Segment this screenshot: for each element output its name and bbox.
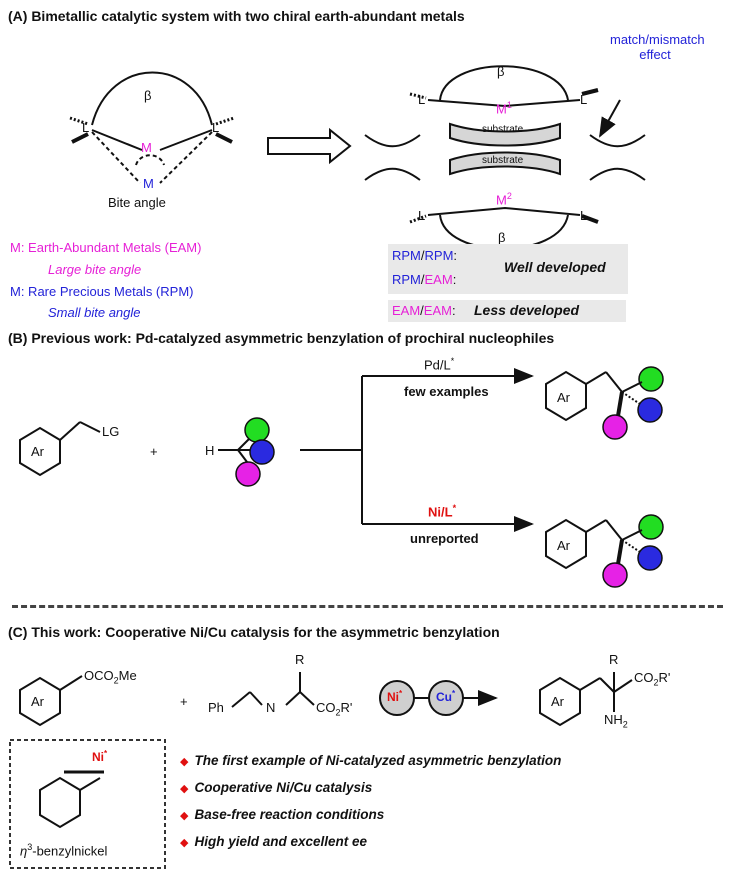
n-label: N [266,700,276,715]
beta-label-bottom: β [498,230,506,245]
beta-label-left: β [144,88,152,103]
substrate-bottom: substrate [482,155,524,166]
cu-cycle [428,680,464,716]
well-developed-box [388,244,628,294]
ligand-right: L [212,120,220,135]
few-examples: few examples [404,384,489,399]
carbonate-label: OCO2Me [84,668,137,686]
ligand-tl: L [418,92,426,107]
benzylnickel-box [9,739,166,869]
ligand-bl: L [418,208,426,223]
ar-label-b1: Ar [31,444,44,459]
section-b-drawing [19,368,623,570]
lg-label: LG [102,424,120,439]
ph-label: Ph [208,700,224,715]
ni-catalyst: Ni/L* [428,503,457,520]
section-a-title: (A) Bimetallic catalytic system with two… [8,8,465,24]
less-developed-label: Less developed [474,302,580,318]
ester-label: CO2R' [316,700,353,718]
match-effect-label: match/mismatch effect [610,32,705,62]
plus-c: + [180,694,188,709]
ar-label-b3: Ar [557,538,570,553]
metal-large: M [141,140,152,155]
eam-legend: M: Earth-Abundant Metals (EAM) [10,240,202,255]
unreported: unreported [410,531,479,546]
m2-sup: 2 [506,191,512,201]
status-row1: RPM/RPM: [392,248,458,263]
feature-1: The first example of Ni-catalyzed asymme… [194,753,562,768]
ni-label-box: Ni* [92,749,108,764]
status-row2: RPM/EAM: [392,272,457,287]
ar-label-b2: Ar [557,390,570,405]
beta-label-top: β [497,64,505,79]
amine-label: NH2 [604,712,628,730]
ni-catalyst-c: Ni* [387,689,403,704]
rpm-legend: M: Rare Precious Metals (RPM) [10,284,194,299]
bimetallic-complex [364,65,646,250]
status-row3: EAM/EAM: [392,303,456,318]
ar-label-c1: Ar [31,694,44,709]
m1-sup: 1 [506,100,512,110]
ar-label-c2: Ar [551,694,564,709]
bite-angle-label: Bite angle [108,195,166,210]
benzylnickel-label: η3-benzylnickel [20,842,108,859]
r-label: R [295,652,305,667]
section-b-title: (B) Previous work: Pd-catalyzed asymmetr… [8,330,555,346]
substituent-balls [235,366,664,588]
ligand-br: L [580,208,588,223]
pd-catalyst: Pd/L* [424,356,455,373]
substrate-top: substrate [482,124,524,135]
feature-2: Cooperative Ni/Cu catalysis [194,780,373,795]
section-c-title: (C) This work: Cooperative Ni/Cu catalys… [8,624,500,640]
m2-label: M [496,192,507,208]
well-developed-label: Well developed [504,259,606,275]
m1-label: M [496,101,507,117]
feature-list: ◆The first example of Ni-catalyzed asymm… [180,753,562,849]
eam-note: Large bite angle [48,262,142,277]
feature-4: High yield and excellent ee [194,834,368,849]
cu-catalyst-c: Cu* [436,689,456,704]
metal-small: M [143,176,154,191]
ni-cycle [379,680,415,716]
r-label-product: R [609,652,619,667]
rpm-note: Small bite angle [48,305,141,320]
less-developed-box [388,300,626,322]
ligand-left: L [82,120,90,135]
match-arrow [599,99,621,138]
h-label: H [205,443,215,458]
bite-angle-complex [69,71,235,184]
hollow-arrow [267,127,352,165]
section-divider [12,605,723,608]
feature-3: Base-free reaction conditions [194,807,385,822]
ligand-tr: L [580,92,588,107]
ester-label-product: CO2R' [634,670,671,688]
plus-b: + [150,444,158,459]
